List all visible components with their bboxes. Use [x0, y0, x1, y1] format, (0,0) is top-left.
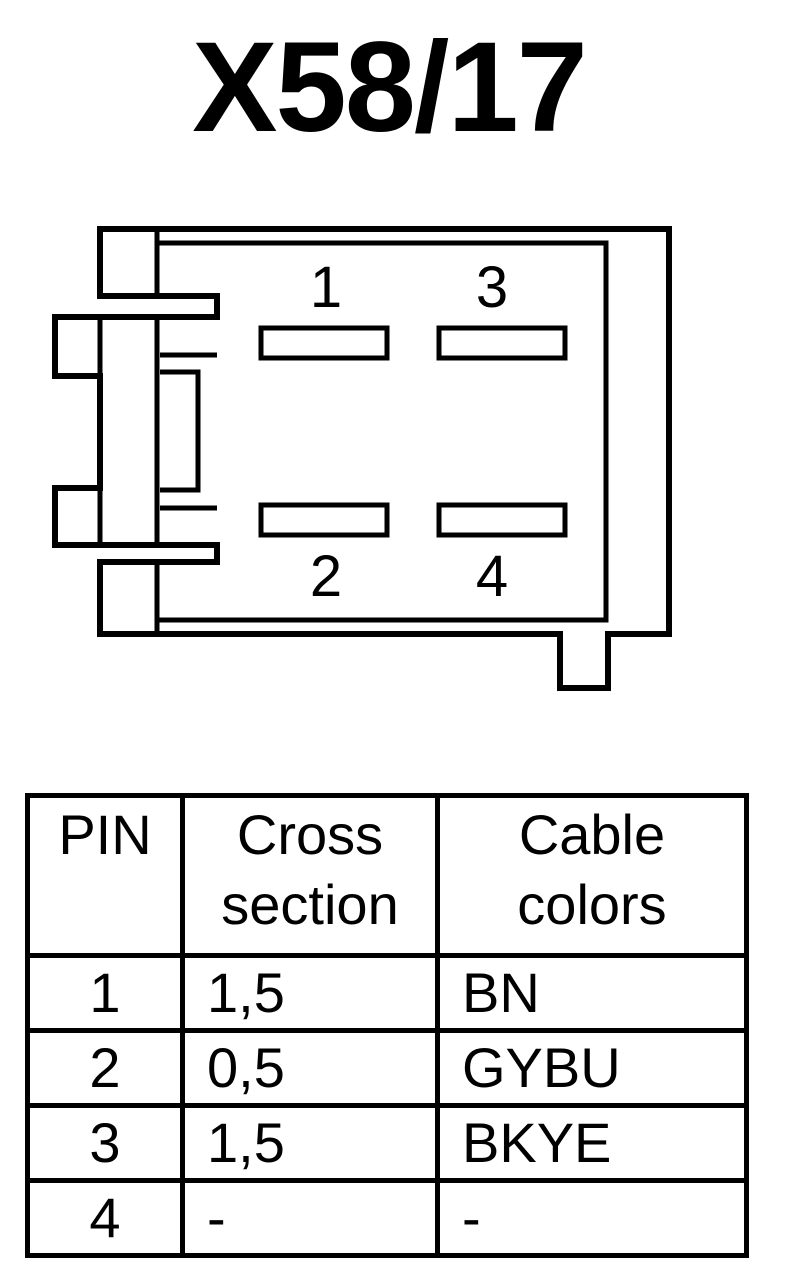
cross-section-cell: - [180, 1178, 440, 1258]
table-row: 1 1,5 BN [25, 953, 749, 1033]
pin-4-contact [436, 502, 568, 538]
cross-section-cell: 1,5 [180, 1103, 440, 1183]
connector-diagram: 1 3 2 4 [52, 226, 672, 691]
pin-cell: 2 [25, 1028, 185, 1108]
pin-cell: 4 [25, 1178, 185, 1258]
cross-section-cell: 1,5 [180, 953, 440, 1033]
pin-3-contact [436, 325, 568, 361]
connector-housing-outline [52, 226, 672, 691]
pin-label-2: 2 [310, 544, 342, 609]
header-cable-colors: Cable colors [435, 793, 749, 958]
pin-2-contact [258, 502, 390, 538]
table-row: 3 1,5 BKYE [25, 1103, 749, 1183]
pin-label-3: 3 [476, 255, 508, 320]
header-cross-section-line-1: Cross [236, 803, 384, 866]
table-row: 4 - - [25, 1178, 749, 1258]
table-header-row: PIN Cross section Cable colors [25, 793, 749, 958]
pin-cell: 1 [25, 953, 185, 1033]
pin-1-contact [258, 325, 390, 361]
table-row: 2 0,5 GYBU [25, 1028, 749, 1108]
connector-latch-inner [160, 352, 217, 511]
header-pin-label: PIN [58, 803, 152, 866]
connector-inner-frame [157, 240, 609, 623]
header-cable-colors-line-1: Cable [518, 803, 666, 866]
cross-section-cell: 0,5 [180, 1028, 440, 1108]
header-cross-section-line-2: section [221, 873, 399, 936]
cable-color-cell: GYBU [435, 1028, 749, 1108]
cable-color-cell: BN [435, 953, 749, 1033]
cable-color-cell: BKYE [435, 1103, 749, 1183]
cable-color-cell: - [435, 1178, 749, 1258]
connector-title: X58/17 [192, 16, 588, 159]
pin-assignment-table: PIN Cross section Cable colors 1 1,5 BN … [25, 793, 749, 1258]
pin-label-4: 4 [476, 544, 508, 609]
header-cable-colors-line-2: colors [517, 873, 667, 936]
header-cross-section: Cross section [180, 793, 440, 958]
pin-label-1: 1 [310, 255, 342, 320]
pin-cell: 3 [25, 1103, 185, 1183]
header-pin: PIN [25, 793, 185, 958]
